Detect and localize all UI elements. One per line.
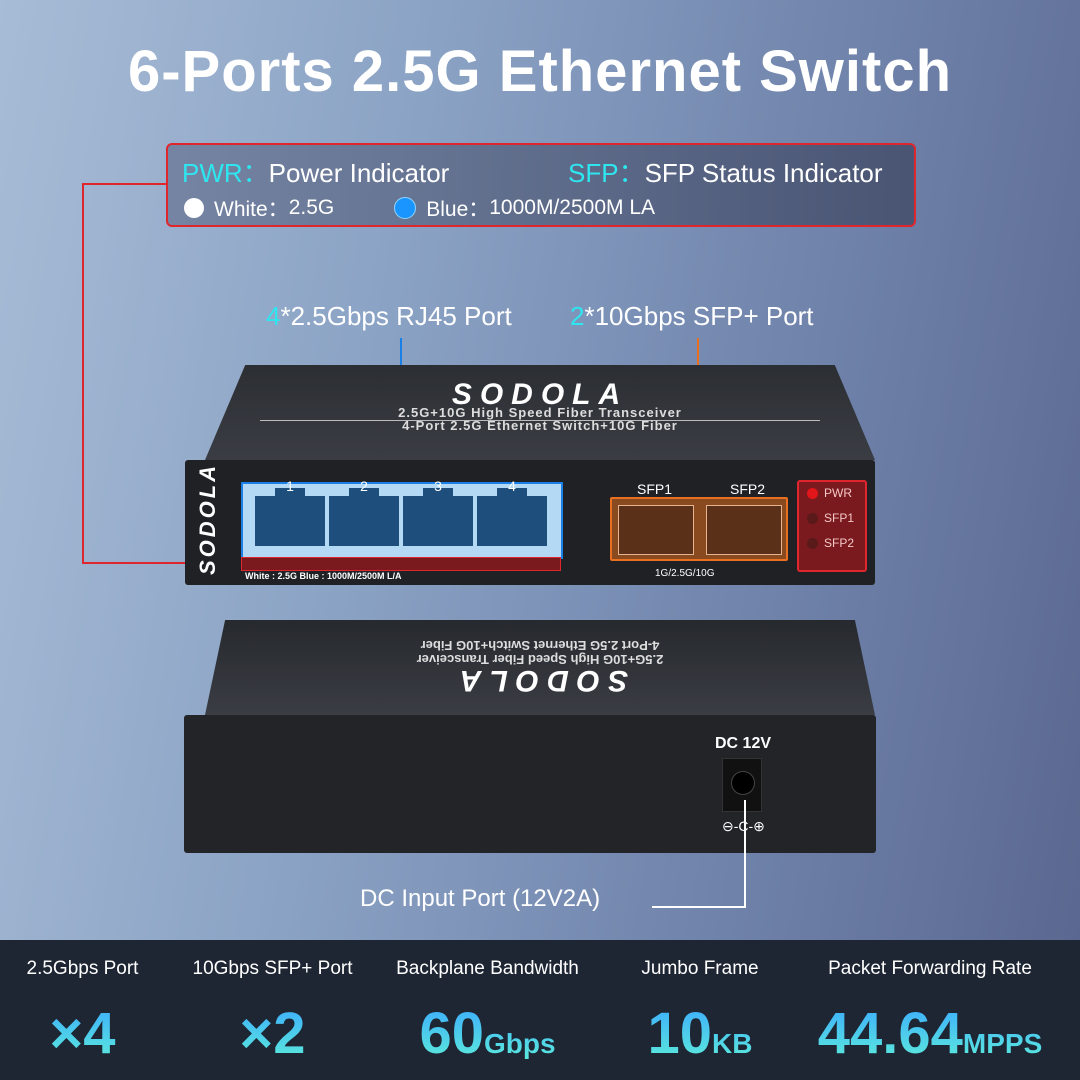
- pwr-key: PWR：: [182, 158, 269, 188]
- stat-item: Backplane Bandwidth 60Gbps: [380, 940, 595, 1067]
- pwr-indicator: PWR: [807, 486, 852, 500]
- rj45-port: 2: [329, 478, 399, 546]
- white-label: White：: [214, 198, 289, 221]
- rj45-port: 4: [477, 478, 547, 546]
- rj45-port: 1: [255, 478, 325, 546]
- indicator-legend: PWR：Power Indicator SFP：SFP Status Indic…: [166, 143, 916, 227]
- connector-line: [82, 562, 242, 564]
- led-icon: [807, 537, 818, 549]
- switch-top-back: [205, 620, 875, 715]
- sfp-key: SFP：: [568, 158, 645, 188]
- led-note: White : 2.5G Blue : 1000M/2500M L/A: [245, 571, 402, 581]
- sfp-callout: 2*10Gbps SFP+ Port: [570, 301, 814, 331]
- device-subtitle-2: 4-Port 2.5G Ethernet Switch+10G Fiber: [402, 418, 678, 433]
- white-dot-icon: [184, 198, 204, 218]
- pwr-desc: Power Indicator: [268, 158, 450, 188]
- back-subtitle-2: 4-Port 2.5G Ethernet Switch+10G Fiber: [420, 638, 660, 653]
- sfp-speed-range: 1G/2.5G/10G: [655, 568, 715, 579]
- sfp1-indicator: SFP1: [807, 511, 854, 525]
- led-icon: [807, 487, 818, 499]
- stat-item: 10Gbps SFP+ Port ×2: [180, 940, 365, 1067]
- stat-item: Packet Forwarding Rate 44.64MPPS: [800, 940, 1060, 1067]
- sfp-port: [706, 505, 782, 555]
- brand-logo: SODOLA: [451, 378, 629, 411]
- led-icon: [807, 512, 818, 524]
- dc-pointer: [744, 800, 746, 908]
- switch-back-panel: [184, 715, 876, 853]
- rj45-callout: 4*2.5Gbps RJ45 Port: [266, 301, 512, 331]
- blue-label: Blue：: [426, 198, 490, 221]
- polarity-icon: ⊖-C-⊕: [722, 818, 765, 835]
- stat-item: 2.5Gbps Port ×4: [10, 940, 155, 1067]
- back-brand-logo: SODOLA: [451, 664, 629, 697]
- connector-line: [82, 183, 84, 564]
- dc-jack-icon: [722, 758, 762, 812]
- blue-dot-icon: [394, 197, 417, 219]
- switch-top-front: [205, 365, 875, 460]
- dc-pointer: [652, 906, 746, 908]
- sfp2-indicator: SFP2: [807, 536, 854, 550]
- device-subtitle-1: 2.5G+10G High Speed Fiber Transceiver: [260, 405, 820, 421]
- dc-input-callout: DC Input Port (12V2A): [360, 885, 601, 912]
- page-title: 6-Ports 2.5G Ethernet Switch: [127, 39, 953, 104]
- white-value: 2.5G: [288, 196, 335, 219]
- sfp-port-group: [610, 497, 788, 561]
- connector-line: [82, 183, 166, 185]
- side-brand-logo: SODOLA: [195, 462, 220, 575]
- sfp-desc: SFP Status Indicator: [644, 158, 883, 188]
- rj45-port-group: 1 2 3 4: [241, 478, 563, 559]
- rj45-port: 3: [403, 478, 473, 546]
- spec-stats-bar: 2.5Gbps Port ×4 10Gbps SFP+ Port ×2 Back…: [0, 940, 1080, 1080]
- stat-item: Jumbo Frame 10KB: [620, 940, 780, 1067]
- sfp2-label: SFP2: [730, 481, 766, 497]
- blue-value: 1000M/2500M LA: [489, 196, 656, 219]
- status-indicators: PWR SFP1 SFP2: [797, 480, 867, 572]
- dc-label: DC 12V: [715, 735, 772, 752]
- sfp1-label: SFP1: [637, 481, 673, 497]
- sfp-port: [618, 505, 694, 555]
- port-led-strip: [241, 557, 561, 571]
